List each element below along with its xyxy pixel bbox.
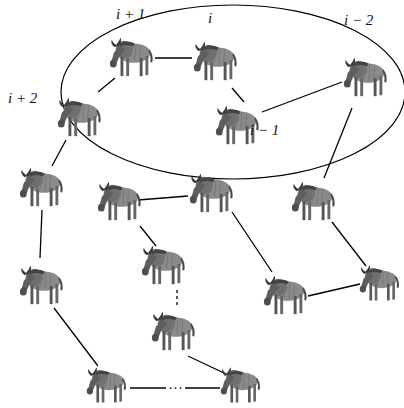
index-label: i + 2 [8, 90, 37, 107]
index-label: i [208, 10, 212, 27]
ellipsis-label: ··· [166, 380, 185, 397]
index-label: i − 1 [250, 122, 279, 139]
index-label: i + 1 [116, 6, 145, 23]
neighbourhood-ellipse [61, 5, 404, 179]
index-label: i − 2 [344, 12, 373, 29]
wildebeest-figures [20, 38, 399, 403]
links [40, 58, 366, 388]
